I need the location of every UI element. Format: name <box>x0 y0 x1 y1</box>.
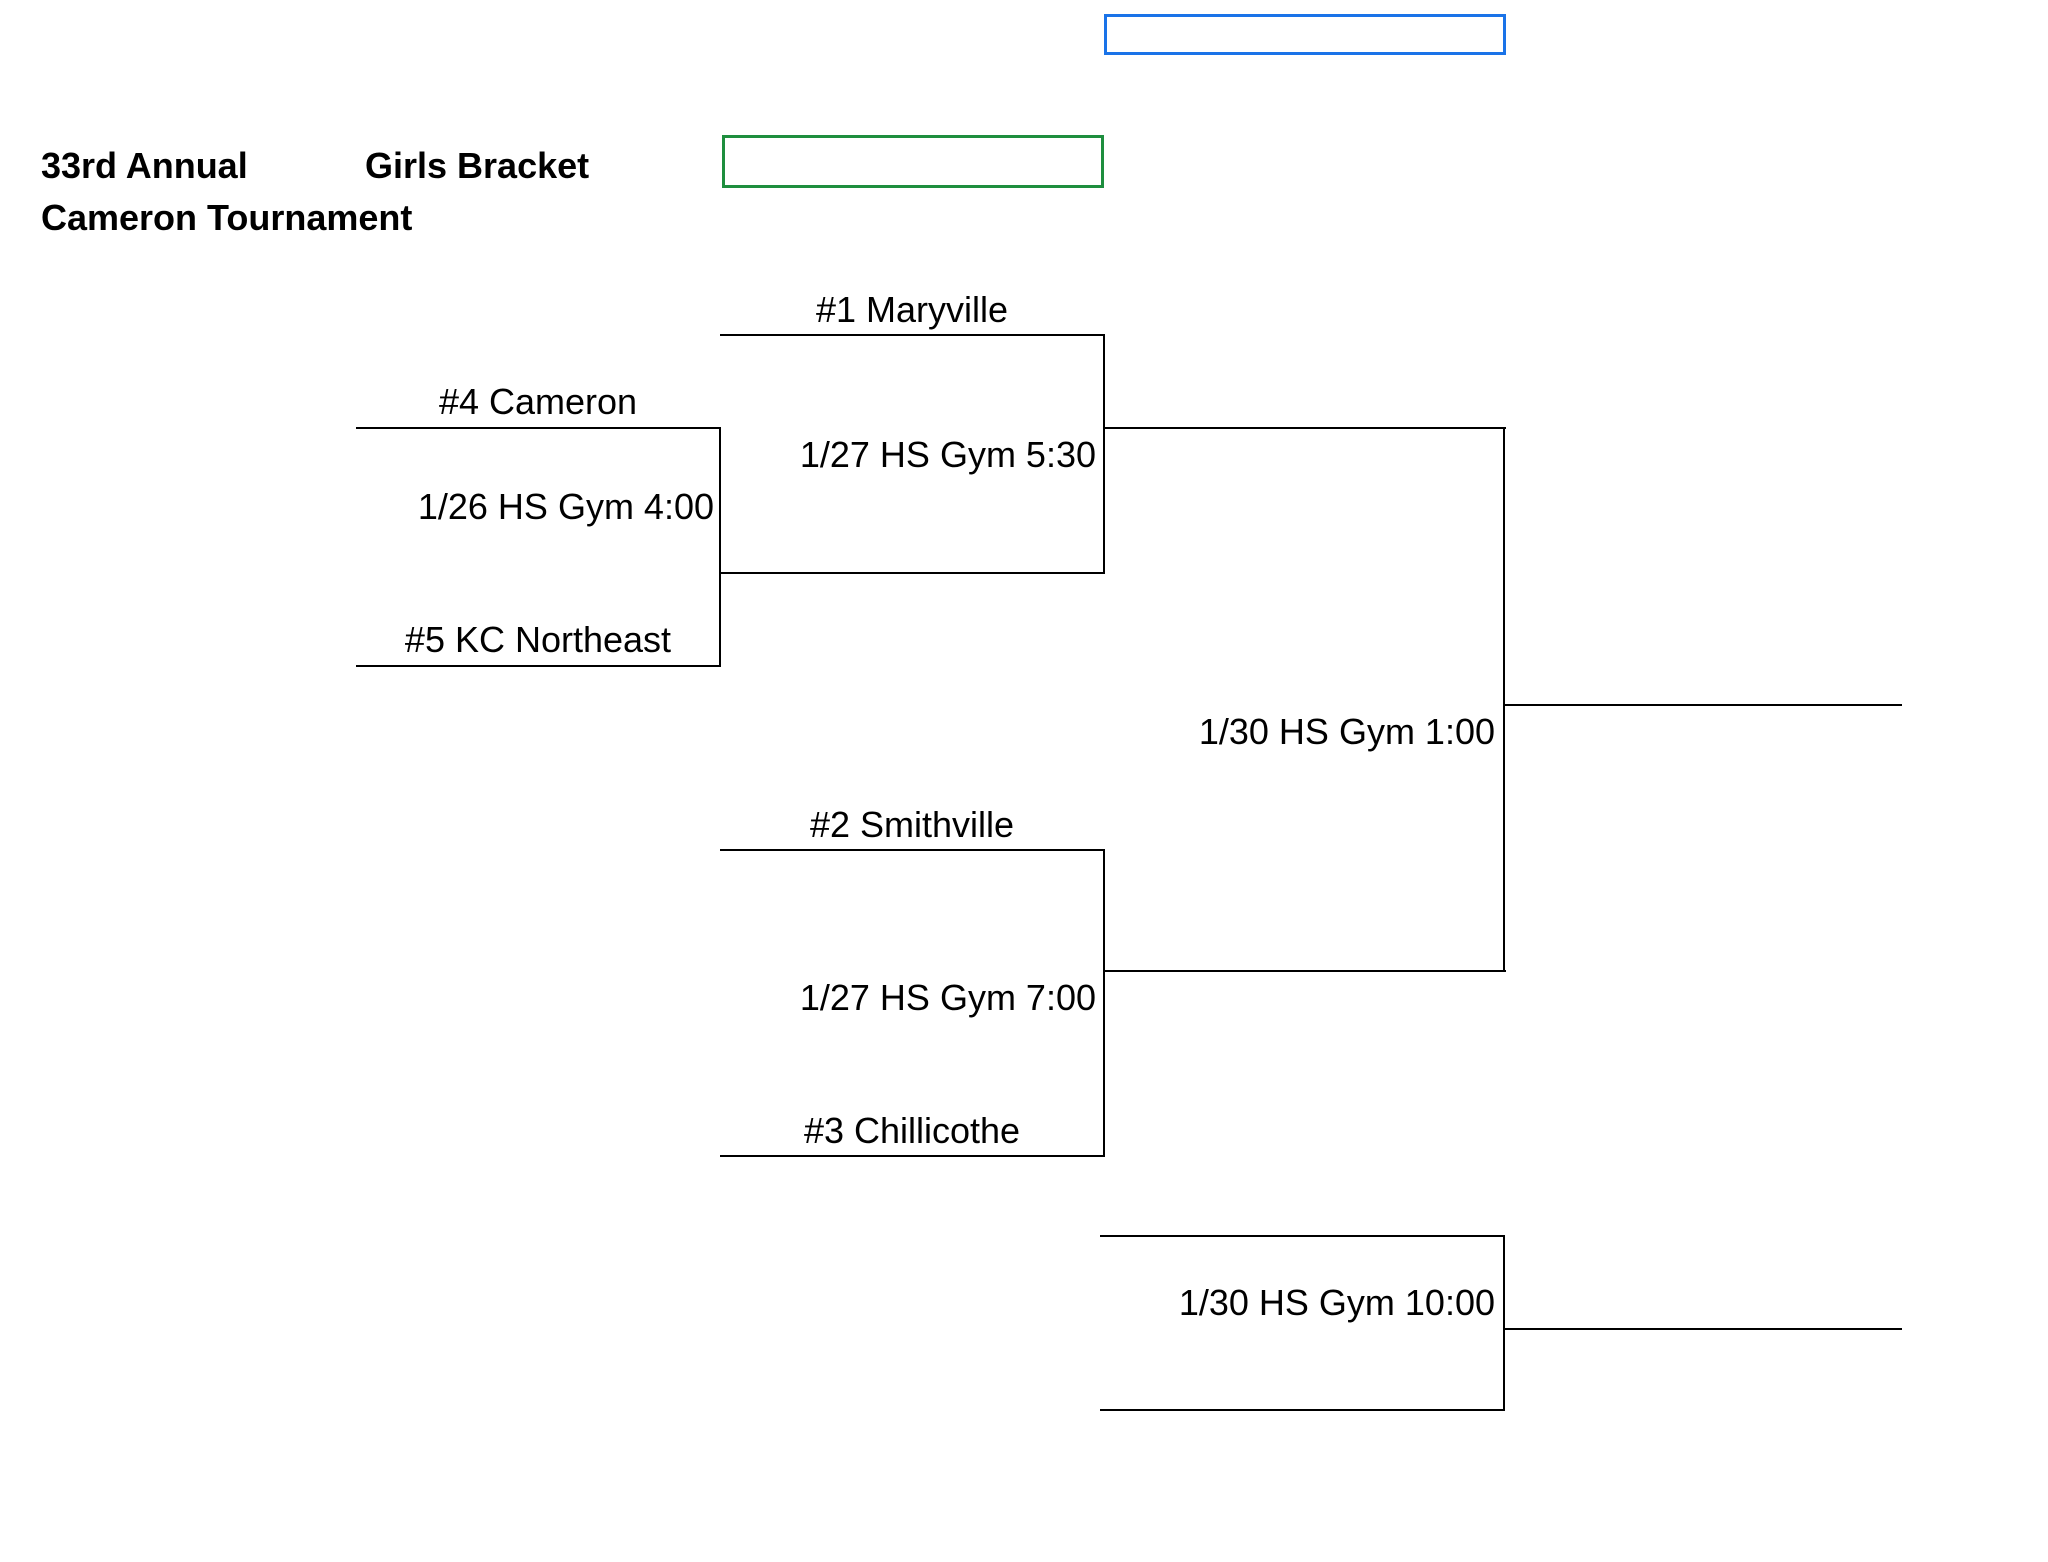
bracket-connector-round1 <box>719 427 721 667</box>
team-smithville: #2 Smithville <box>809 804 1015 845</box>
game-1-27-530-info: 1/27 HS Gym 5:30 <box>799 434 1096 475</box>
bracket-line-third-place-top <box>1100 1235 1504 1237</box>
bracket-line-champion <box>1504 704 1902 706</box>
bracket-line-maryville <box>720 334 1104 336</box>
team-chillicothe: #3 Chillicothe <box>803 1110 1021 1151</box>
team-maryville: #1 Maryville <box>815 289 1009 330</box>
bracket-line-round1-winner <box>720 572 1104 574</box>
game-third-place-info: 1/30 HS Gym 10:00 <box>1178 1282 1495 1323</box>
bracket-line-smithville <box>720 849 1104 851</box>
team-cameron: #4 Cameron <box>438 381 638 422</box>
bracket-connector-third-place <box>1503 1235 1505 1411</box>
bracket-subtitle: Girls Bracket <box>365 145 590 186</box>
bracket-connector-semifinal2 <box>1103 849 1105 1157</box>
bracket-line-semifinal1-winner <box>1104 427 1506 429</box>
bracket-connector-semifinal1 <box>1103 334 1105 574</box>
bracket-line-third-place-bottom <box>1100 1409 1504 1411</box>
selected-range[interactable] <box>722 135 1104 188</box>
active-cell-selection[interactable] <box>1104 14 1506 55</box>
game-final-info: 1/30 HS Gym 1:00 <box>1198 711 1495 752</box>
bracket-line-kc-northeast <box>356 665 720 667</box>
tournament-title-line2: Cameron Tournament <box>41 197 413 238</box>
bracket-line-semifinal2-winner <box>1104 970 1506 972</box>
bracket-connector-final <box>1503 427 1505 972</box>
bracket-line-cameron <box>356 427 720 429</box>
game-1-26-info: 1/26 HS Gym 4:00 <box>417 486 714 527</box>
tournament-title-line1: 33rd Annual <box>41 145 248 186</box>
bracket-line-chillicothe <box>720 1155 1104 1157</box>
game-1-27-700-info: 1/27 HS Gym 7:00 <box>799 977 1096 1018</box>
team-kc-northeast: #5 KC Northeast <box>404 619 672 660</box>
bracket-line-third-place-winner <box>1504 1328 1902 1330</box>
